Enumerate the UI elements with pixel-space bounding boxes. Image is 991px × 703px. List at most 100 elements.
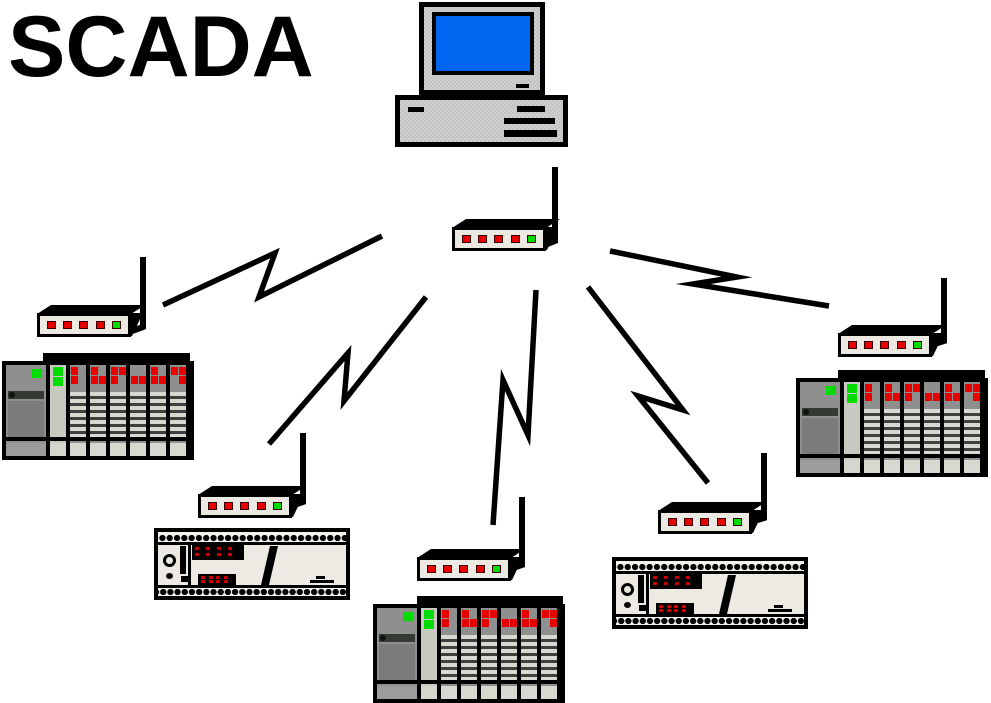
module-bottom-strip [501, 686, 517, 699]
modem-led-red [95, 321, 105, 329]
antenna-left [130, 257, 146, 334]
power-bottom-strip [6, 443, 46, 456]
rack-power-supply [377, 608, 417, 699]
terminal-stripes [501, 635, 517, 680]
rack-top-rail [43, 353, 190, 361]
cpu-status-led [424, 610, 434, 619]
modem-front-panel [198, 494, 292, 518]
io-status-led [973, 393, 980, 401]
io-status-led [442, 619, 449, 627]
cpu-bottom-strip [844, 460, 860, 473]
connector-block [639, 605, 648, 611]
modem-led-red [864, 341, 874, 349]
rack-top-rail [417, 596, 563, 604]
io-status-led [111, 376, 118, 384]
cpu-status-led [847, 394, 857, 403]
remote-radio-modem-left [37, 305, 145, 337]
remote-radio-modem-bottom-center [417, 549, 525, 581]
io-indicator-dot [195, 552, 199, 556]
module-bottom-strip [944, 460, 960, 473]
module-bottom-strip [904, 460, 920, 473]
io-status-led [885, 393, 892, 401]
io-indicator-dot [653, 581, 657, 585]
io-status-led [953, 393, 960, 401]
io-indicator-dot [659, 608, 663, 612]
io-status-led [179, 367, 186, 375]
rack-cpu-module [844, 382, 860, 473]
terminal-strip-bottom [616, 617, 804, 625]
modem-top-face [452, 219, 560, 228]
brand-logo-emblem [9, 392, 15, 398]
io-module [944, 382, 960, 473]
monitor-power-switch [516, 84, 529, 88]
modem-led-red [443, 565, 453, 573]
case-button [408, 107, 424, 112]
io-module [924, 382, 940, 473]
terminal-stripes [964, 409, 980, 454]
modem-front-panel [658, 510, 752, 534]
modem-led-red [478, 235, 488, 243]
io-status-led [945, 393, 952, 401]
io-indicator-dot [206, 552, 210, 556]
io-module [150, 365, 166, 456]
terminal-stripes [110, 392, 126, 437]
modem-led-red [848, 341, 858, 349]
io-indicator-dot [223, 576, 228, 579]
io-indicator-dot [686, 576, 690, 579]
io-indicator-dot [674, 608, 678, 612]
modem-side-face [544, 227, 558, 250]
modem-top-face [37, 305, 145, 314]
io-indicator-dot [217, 552, 221, 556]
terminal-stripes [130, 392, 146, 437]
io-module [864, 382, 880, 473]
io-module [964, 382, 980, 473]
modem-led-red [880, 341, 890, 349]
rack-top-rail [838, 370, 985, 378]
panel-divider [646, 574, 649, 614]
indicator-dot [166, 573, 173, 579]
remote-radio-modem-right [838, 325, 946, 357]
module-bottom-strip [924, 460, 940, 473]
rf-link-right [609, 248, 830, 309]
io-status-led [139, 376, 146, 384]
power-bottom-strip [800, 460, 840, 473]
power-status-led [826, 386, 836, 395]
modem-led-red [63, 321, 73, 329]
io-status-led [905, 393, 912, 401]
module-bottom-strip [70, 443, 86, 456]
cpu-status-led [53, 377, 63, 386]
modem-front-panel [838, 333, 932, 357]
terminal-strip-bottom [158, 588, 346, 596]
panel-divider [158, 542, 346, 545]
rack-plc-left [2, 361, 194, 460]
io-indicator-dot [653, 576, 657, 579]
io-status-led [71, 367, 78, 375]
terminal-strip-top [158, 532, 346, 542]
brand-mark [768, 605, 792, 613]
panel-divider [188, 545, 191, 585]
io-module [884, 382, 900, 473]
terminal-stripes [884, 409, 900, 454]
modem-led-green [491, 565, 501, 573]
power-door [8, 401, 44, 437]
terminal-stripes [924, 409, 940, 454]
io-status-led [131, 376, 138, 384]
scada-master-computer [395, 0, 568, 148]
modem-led-red [462, 235, 472, 243]
case-vent [504, 118, 555, 124]
io-indicator-dot [659, 605, 663, 608]
panel-divider [616, 614, 804, 617]
module-bottom-strip [130, 443, 146, 456]
io-module [110, 365, 126, 456]
brand-logo-bar [379, 634, 415, 642]
io-indicator-dot [686, 581, 690, 585]
io-status-led [973, 384, 980, 392]
io-led-block [656, 603, 694, 614]
micro-plc-bottom-left [154, 528, 350, 600]
io-status-led [522, 619, 529, 627]
module-bottom-strip [884, 460, 900, 473]
io-status-led [171, 367, 178, 375]
terminal-stripes [441, 635, 457, 680]
